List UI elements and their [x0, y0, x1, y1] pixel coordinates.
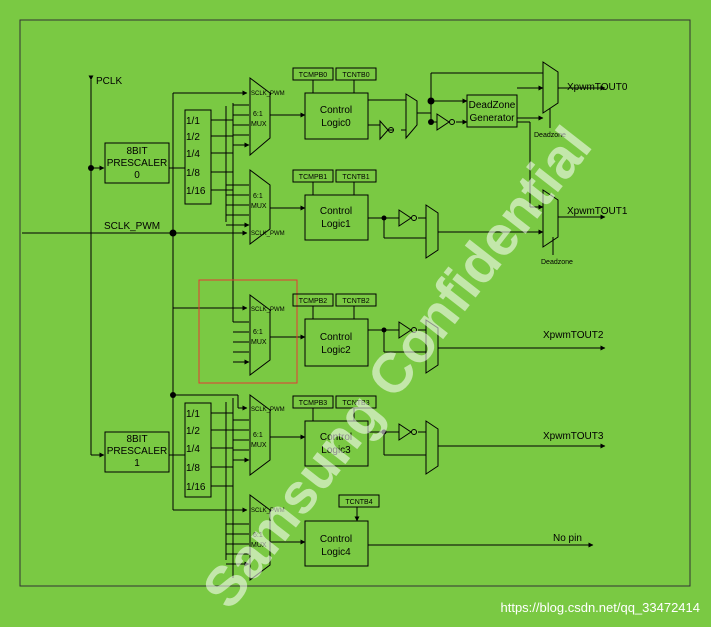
- mux-sclk-label: SCLK_PWM: [251, 91, 285, 97]
- inverters: [379, 113, 455, 441]
- output-no-pin: No pin: [553, 533, 582, 544]
- deadzone-label-1: Deadzone: [541, 259, 573, 266]
- tcntb0-label: TCNTB0: [342, 72, 369, 79]
- control-logic-index: Logic2: [321, 345, 351, 356]
- control-logic-1: Control Logic1: [304, 194, 369, 241]
- prescaler-0: 8BIT PRESCALER 0: [104, 142, 170, 184]
- diagram-border: [19, 19, 691, 587]
- mux-sclk-label: SCLK_PWM: [251, 231, 285, 237]
- junction-dots: [88, 97, 435, 435]
- prescaler-1-index: 1: [134, 458, 140, 469]
- control-logic-2: Control Logic2: [304, 318, 369, 367]
- prescaler-1: 8BIT PRESCALER 1: [104, 431, 170, 473]
- deadzone-label-0: Deadzone: [534, 132, 566, 139]
- registers: [292, 67, 380, 508]
- deadzone-gen-line1: DeadZone: [469, 100, 516, 111]
- source-url: https://blog.csdn.net/qq_33472414: [501, 600, 701, 615]
- tcntb2-label: TCNTB2: [342, 298, 369, 305]
- mux-name-label: MUX: [251, 542, 267, 549]
- divider-1-8: 1/8: [186, 463, 200, 474]
- mux-1: 6:1 MUX SCLK_PWM: [249, 169, 285, 245]
- tcntb4-label: TCNTB4: [345, 499, 372, 506]
- mux-4: SCLK_PWM 6:1 MUX: [249, 494, 285, 581]
- control-logic-index: Logic1: [321, 219, 351, 230]
- divider-1-2: 1/2: [186, 426, 200, 437]
- divider-1-16: 1/16: [186, 186, 206, 197]
- tcntb1-label: TCNTB1: [342, 174, 369, 181]
- control-logic-title: Control: [320, 534, 352, 545]
- divider-block-0: 1/1 1/2 1/4 1/8 1/16: [184, 109, 212, 205]
- mux-name-label: MUX: [251, 339, 267, 346]
- control-logic-3: Control Logic3: [304, 420, 369, 467]
- mux-sclk-label: SCLK_PWM: [251, 307, 285, 313]
- tcmpb1-label: TCMPB1: [299, 174, 328, 181]
- mux-0: SCLK_PWM 6:1 MUX: [249, 77, 285, 157]
- mux-ratio-label: 6:1: [253, 111, 263, 118]
- divider-block-1: 1/1 1/2 1/4 1/8 1/16: [184, 402, 212, 498]
- control-logic-4: Control Logic4: [304, 520, 369, 567]
- control-logic-index: Logic3: [321, 445, 351, 456]
- sclk-pwm-label: SCLK_PWM: [104, 221, 160, 232]
- wires: [22, 72, 606, 578]
- mux-2: SCLK_PWM 6:1 MUX: [249, 294, 285, 376]
- divider-1-16: 1/16: [186, 482, 206, 493]
- divider-1-8: 1/8: [186, 168, 200, 179]
- highlight-box: [198, 279, 298, 384]
- divider-1-4: 1/4: [186, 444, 200, 455]
- prescaler-1-subtitle: PRESCALER: [107, 446, 168, 457]
- mux-ratio-label: 6:1: [253, 329, 263, 336]
- divider-1-1: 1/1: [186, 409, 200, 420]
- deadzone-gen-line2: Generator: [469, 113, 515, 124]
- mux-3: SCLK_PWM 6:1 MUX: [249, 394, 285, 476]
- control-logic-title: Control: [320, 206, 352, 217]
- mux-name-label: MUX: [251, 203, 267, 210]
- output-tout2: XpwmTOUT2: [543, 330, 604, 341]
- prescaler-0-index: 0: [134, 170, 140, 181]
- mux-ratio-label: 6:1: [253, 532, 263, 539]
- control-logic-title: Control: [320, 105, 352, 116]
- tcmpb3-label: TCMPB3: [299, 400, 328, 407]
- mux-sclk-label: SCLK_PWM: [251, 508, 285, 514]
- control-logic-index: Logic0: [321, 118, 351, 129]
- output-tout3: XpwmTOUT3: [543, 431, 604, 442]
- tcntb3-label: TCNTB3: [342, 400, 369, 407]
- deadzone-generator: DeadZone Generator: [466, 94, 518, 128]
- control-logic-0: Control Logic0: [304, 92, 369, 140]
- control-logic-title: Control: [320, 332, 352, 343]
- tcmpb2-label: TCMPB2: [299, 298, 328, 305]
- tcmpb0-label: TCMPB0: [299, 72, 328, 79]
- prescaler-0-title: 8BIT: [126, 146, 147, 157]
- output-tout0: XpwmTOUT0: [567, 82, 628, 93]
- divider-1-1: 1/1: [186, 116, 200, 127]
- control-logic-title: Control: [320, 432, 352, 443]
- mux-ratio-label: 6:1: [253, 193, 263, 200]
- control-logic-index: Logic4: [321, 547, 351, 558]
- prescaler-0-subtitle: PRESCALER: [107, 158, 168, 169]
- output-tout1: XpwmTOUT1: [567, 206, 628, 217]
- mux-ratio-label: 6:1: [253, 432, 263, 439]
- prescaler-1-title: 8BIT: [126, 434, 147, 445]
- output-selectors: [405, 61, 559, 475]
- mux-name-label: MUX: [251, 442, 267, 449]
- mux-sclk-label: SCLK_PWM: [251, 407, 285, 413]
- pclk-label: PCLK: [96, 76, 122, 87]
- divider-1-2: 1/2: [186, 132, 200, 143]
- mux-name-label: MUX: [251, 121, 267, 128]
- divider-1-4: 1/4: [186, 149, 200, 160]
